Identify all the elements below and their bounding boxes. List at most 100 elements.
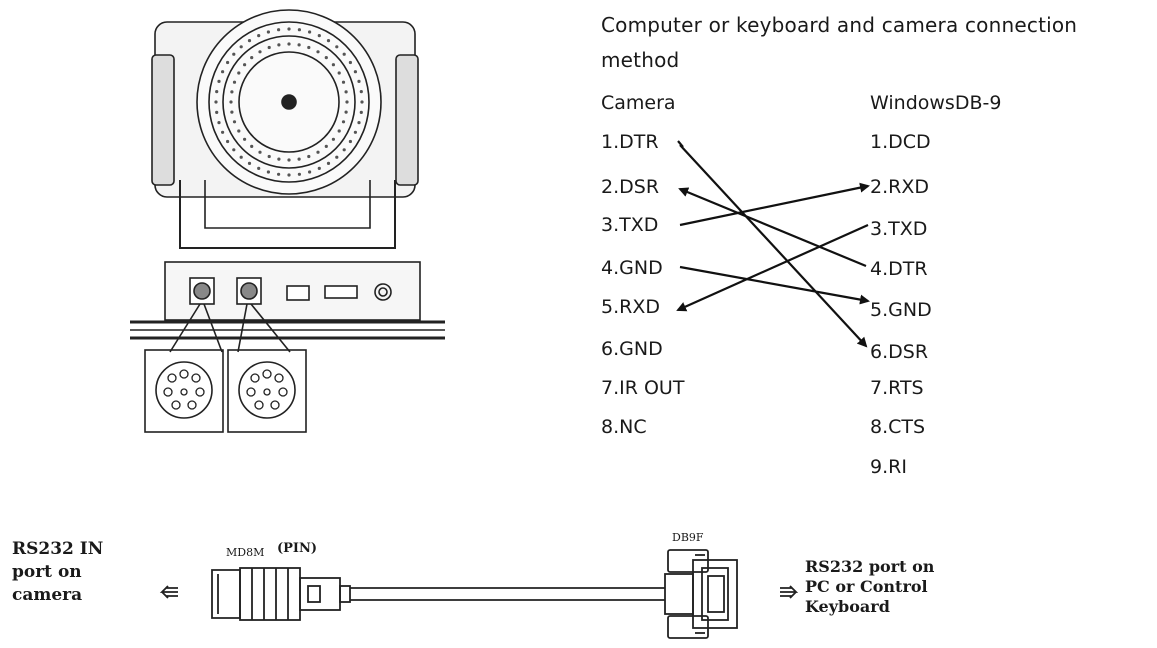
speaker-dot	[360, 100, 364, 104]
speaker-dot	[267, 45, 271, 50]
speaker-dot	[277, 172, 281, 176]
wire-txd-to-rxd-pc	[676, 223, 869, 312]
speaker-dot	[308, 170, 312, 174]
speaker-dot	[359, 90, 363, 94]
speaker-dot	[316, 50, 320, 54]
pc-pin-9: 9.RI	[870, 456, 907, 478]
speaker-dot	[341, 120, 346, 124]
rs232-pc-label-line2: PC or Control	[805, 577, 928, 596]
rs232-in-label: RS232 IN port on camera	[12, 538, 103, 607]
speaker-dot	[237, 71, 241, 75]
speaker-dot	[308, 30, 312, 34]
speaker-dot	[257, 166, 261, 170]
diagram-title-line1: Computer or keyboard and camera connecti…	[601, 13, 1078, 37]
speaker-dot	[266, 30, 270, 34]
speaker-dot	[342, 52, 346, 56]
speaker-dot	[344, 110, 348, 114]
speaker-dot	[317, 166, 321, 170]
speaker-dot	[297, 172, 301, 176]
speaker-dot	[215, 110, 219, 114]
camera-pin-8: 8.NC	[601, 416, 647, 438]
speaker-dot	[337, 129, 341, 133]
speaker-dot	[232, 52, 236, 56]
speaker-dot	[230, 110, 234, 114]
speaker-dot	[331, 63, 335, 67]
wire-gnd-to-gnd	[679, 265, 870, 305]
speaker-dot	[359, 110, 363, 114]
speaker-dot	[341, 80, 346, 84]
speaker-dot	[297, 43, 301, 47]
camera-pin-3: 3.TXD	[601, 214, 659, 236]
wire-dtr-to-dsr-pc	[678, 187, 867, 268]
speaker-dot	[277, 43, 281, 47]
right-arrow-icon	[780, 585, 799, 599]
speaker-dot	[287, 27, 291, 31]
rs232-in-label-line2: port on	[12, 562, 82, 582]
speaker-dot	[239, 45, 243, 49]
db9f-label: DB9F	[672, 531, 704, 544]
pc-column-title: WindowsDB-9	[870, 92, 1002, 114]
speaker-dot	[335, 155, 339, 159]
rs232-pc-label-line3: Keyboard	[805, 597, 890, 616]
camera-pin-6: 6.GND	[601, 338, 663, 360]
speaker-dot	[357, 121, 361, 125]
rs232-pc-label-line1: RS232 port on	[805, 557, 935, 576]
speaker-dot	[277, 28, 281, 32]
speaker-dot	[221, 70, 225, 74]
pc-pin-8: 8.CTS	[870, 416, 926, 438]
pc-pin-5: 5.GND	[870, 299, 932, 321]
pc-pin-1: 1.DCD	[870, 131, 931, 153]
camera-pin-5: 5.RXD	[601, 296, 660, 318]
speaker-dot	[217, 121, 221, 125]
md8m-label: MD8M	[226, 546, 265, 559]
wire-dtr-to-dsr-hook	[677, 140, 684, 148]
camera-column-title: Camera	[601, 92, 676, 114]
speaker-dot	[277, 157, 281, 161]
speaker-dot	[357, 79, 361, 83]
pc-pin-4: 4.DTR	[870, 258, 928, 280]
speaker-dot	[331, 137, 335, 141]
speaker-dot	[258, 150, 262, 154]
rs232-in-label-line1: RS232 IN	[12, 539, 104, 559]
speaker-dot	[239, 155, 243, 159]
camera-pin-2: 2.DSR	[601, 176, 660, 198]
speaker-dot	[230, 90, 234, 94]
speaker-dot	[215, 90, 219, 94]
wire-txd-to-rxd	[679, 182, 870, 227]
speaker-dot	[307, 45, 311, 50]
speaker-dot	[250, 56, 254, 60]
speaker-dot	[307, 154, 311, 159]
camera-pin-7: 7.IR OUT	[601, 377, 685, 399]
speaker-dot	[316, 150, 320, 154]
camera-pin-1: 1.DTR	[601, 131, 659, 153]
pin-label: (PIN)	[277, 541, 318, 556]
speaker-dot	[348, 60, 352, 65]
pc-pin-6: 6.DSR	[870, 341, 929, 363]
speaker-dot	[335, 45, 339, 49]
speaker-dot	[214, 100, 218, 104]
camera-pin-4: 4.GND	[601, 257, 663, 279]
speaker-dot	[221, 130, 225, 134]
speaker-dot	[337, 71, 341, 75]
speaker-dot	[258, 50, 262, 54]
pc-pin-3: 3.TXD	[870, 218, 928, 240]
speaker-dot	[348, 139, 352, 144]
speaker-dot	[267, 154, 271, 159]
speaker-dot	[353, 70, 357, 74]
pc-pin-7: 7.RTS	[870, 377, 924, 399]
speaker-dot	[232, 120, 237, 124]
pc-pin-2: 2.RXD	[870, 176, 929, 198]
speaker-dot	[345, 100, 349, 104]
speaker-dot	[237, 129, 241, 133]
speaker-dot	[317, 34, 321, 38]
speaker-dot	[324, 56, 328, 60]
rs232-pc-label: RS232 port on PC or Control Keyboard	[805, 557, 934, 617]
speaker-dot	[344, 90, 348, 94]
speaker-dot	[232, 148, 236, 152]
speaker-dot	[226, 60, 230, 65]
speaker-dot	[217, 79, 221, 83]
speaker-dot	[324, 144, 328, 148]
speaker-dot	[250, 144, 254, 148]
